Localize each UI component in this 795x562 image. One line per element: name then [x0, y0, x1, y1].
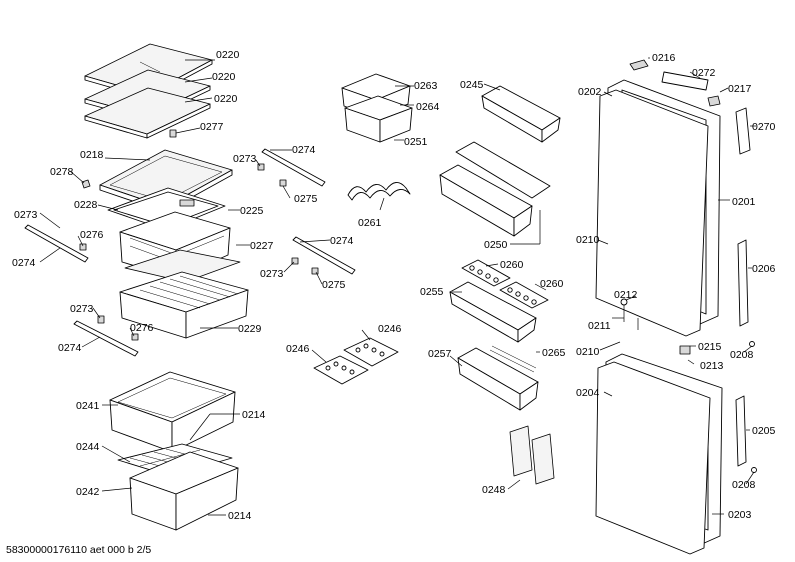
label-0273-a: 0273	[14, 209, 38, 221]
label-0260-a: 0260	[500, 259, 524, 271]
label-0229: 0229	[238, 323, 262, 335]
label-0203: 0203	[728, 509, 752, 521]
label-0273-b: 0273	[70, 303, 94, 315]
rail-right-upper	[257, 148, 326, 187]
label-0278: 0278	[50, 166, 74, 178]
label-0274-b: 0274	[58, 342, 82, 354]
label-0246-a: 0246	[378, 323, 402, 335]
label-0276-a: 0276	[80, 229, 104, 241]
upper-door-gasket	[595, 89, 709, 337]
label-0270: 0270	[752, 121, 776, 133]
egg-insert	[461, 259, 511, 287]
freezer-drawer-lower	[129, 451, 239, 531]
bottle-box	[344, 95, 413, 143]
label-0250: 0250	[484, 239, 508, 251]
rail-left-upper	[24, 224, 89, 263]
egg-insert-second	[499, 281, 549, 309]
glass-shelf-lower	[84, 87, 211, 139]
label-0273-c: 0273	[233, 153, 257, 165]
label-0214-b: 0214	[228, 510, 252, 522]
label-0241: 0241	[76, 400, 100, 412]
label-0204: 0204	[576, 387, 600, 399]
leader-lines	[39, 57, 756, 516]
label-0264: 0264	[416, 101, 440, 113]
label-0216: 0216	[652, 52, 676, 64]
label-0210-b: 0210	[576, 346, 600, 358]
ice-tray-left	[313, 355, 369, 385]
clip-0277	[169, 129, 177, 138]
label-0228: 0228	[74, 199, 98, 211]
label-0208-a: 0208	[730, 349, 754, 361]
label-0212: 0212	[614, 289, 638, 301]
label-0274-d: 0274	[330, 235, 354, 247]
ice-tray-right	[343, 337, 399, 367]
label-0261: 0261	[358, 217, 382, 229]
label-0248: 0248	[482, 484, 506, 496]
label-0274-a: 0274	[12, 257, 36, 269]
label-0206: 0206	[752, 263, 776, 275]
label-0260-b: 0260	[540, 278, 564, 290]
label-0275-a: 0275	[294, 193, 318, 205]
label-0275-b: 0275	[322, 279, 346, 291]
label-0273-d: 0273	[260, 268, 284, 280]
bottle-rack	[347, 182, 411, 201]
label-0208-b: 0208	[732, 479, 756, 491]
label-0242: 0242	[76, 486, 100, 498]
label-0211: 0211	[588, 320, 611, 332]
top-small-parts	[629, 59, 751, 155]
label-0202: 0202	[578, 86, 602, 98]
label-0214-a: 0214	[242, 409, 266, 421]
door-shelf-middle	[449, 281, 537, 343]
label-0227: 0227	[250, 240, 274, 252]
label-0220-b: 0220	[212, 71, 236, 83]
label-0265: 0265	[542, 347, 566, 359]
handle-upper	[737, 239, 749, 327]
lower-door-gasket	[595, 361, 711, 555]
label-0245: 0245	[460, 79, 484, 91]
label-0210-a: 0210	[576, 234, 600, 246]
freezer-drawer-upper	[109, 371, 236, 453]
label-0276-b: 0276	[130, 322, 154, 334]
label-0263: 0263	[414, 80, 438, 92]
label-0201: 0201	[732, 196, 756, 208]
door-shelf-bottom	[457, 345, 539, 411]
label-0218: 0218	[80, 149, 104, 161]
part-labels: 0220 0220 0220 0277 0218 0278 0228 0225 …	[12, 49, 776, 522]
label-0225: 0225	[240, 205, 264, 217]
label-0251: 0251	[404, 136, 428, 148]
shelf-frame	[107, 187, 226, 231]
door-shelf-top	[481, 85, 561, 143]
hinge-parts	[620, 298, 755, 355]
handle-lower	[735, 395, 757, 473]
door-shelf-butter	[439, 141, 551, 237]
label-0205: 0205	[752, 425, 776, 437]
crisper-drawer-lower	[119, 271, 249, 339]
document-footer: 58300000176110 aet 000 b 2/5	[6, 544, 151, 556]
label-0215: 0215	[698, 341, 722, 353]
label-0277: 0277	[200, 121, 224, 133]
label-0213: 0213	[700, 360, 724, 372]
rail-right-lower	[291, 236, 356, 275]
label-0257: 0257	[428, 348, 452, 360]
clip-0278	[81, 179, 91, 189]
label-0272: 0272	[692, 67, 716, 79]
label-0246-b: 0246	[286, 343, 310, 355]
rail-left-lower	[73, 315, 139, 357]
label-0220-c: 0220	[214, 93, 238, 105]
label-0220-a: 0220	[216, 49, 240, 61]
label-0255: 0255	[420, 286, 444, 298]
label-0274-c: 0274	[292, 144, 316, 156]
label-0244: 0244	[76, 441, 100, 453]
cold-packs	[509, 425, 555, 485]
label-0217: 0217	[728, 83, 752, 95]
